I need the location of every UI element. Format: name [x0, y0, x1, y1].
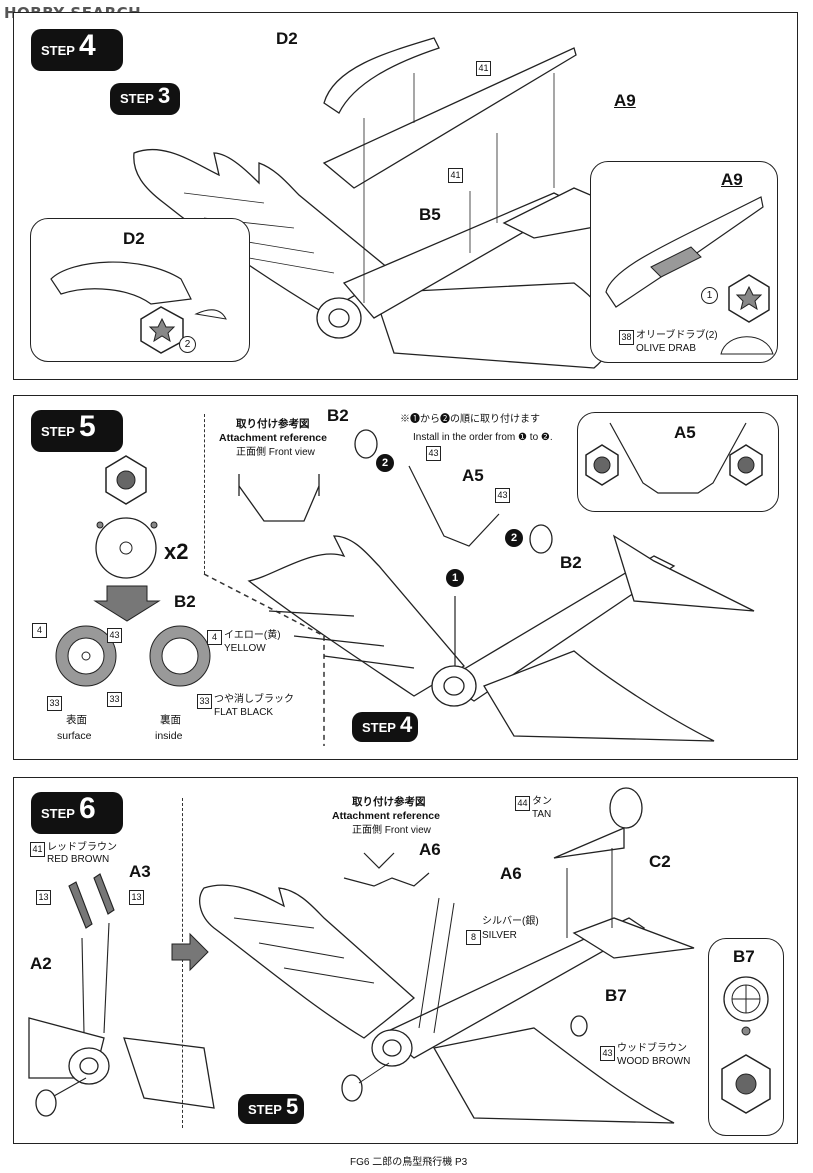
- a9-fuselage-drawing: [605, 196, 774, 355]
- inside-jp: 裏面: [160, 714, 181, 726]
- color-ref-41-rb: 41: [30, 842, 45, 857]
- tan-jp: タン: [532, 796, 552, 807]
- wood-brown-jp: ウッドブラウン: [617, 1043, 687, 1054]
- step6-inset-b7: B7: [708, 938, 784, 1136]
- b7-detail-drawing: [721, 976, 771, 1114]
- label-b2-right: B2: [560, 553, 582, 572]
- label-b7: B7: [605, 986, 627, 1005]
- silver-en: SILVER: [482, 930, 517, 941]
- wheel-b2-drawing: [55, 455, 211, 687]
- surface-en: surface: [57, 730, 92, 742]
- yellow-jp: イエロー(黄): [224, 630, 281, 641]
- label-d2: D2: [276, 29, 298, 48]
- step6-left-drawing: [28, 873, 215, 1117]
- inset-label-d2: D2: [123, 229, 145, 248]
- order-2-right: 2: [505, 529, 523, 547]
- label-x2: x2: [164, 539, 189, 564]
- flat-black-jp: つや消しブラック: [214, 694, 294, 705]
- order-note-en: Install in the order from ❶ to ❷.: [413, 432, 553, 443]
- color-ref-43-a5top: 43: [426, 446, 441, 461]
- attach-ref-en: Attachment reference: [219, 432, 327, 444]
- wood-brown-en: WOOD BROWN: [617, 1056, 691, 1067]
- step6-divider: [182, 798, 183, 1128]
- inset-circle-2: 2: [179, 336, 196, 353]
- step6-arrow: [171, 932, 209, 972]
- red-brown-jp: レッドブラウン: [47, 842, 117, 853]
- label-a2: A2: [30, 954, 52, 973]
- a5-strut-detail-drawing: [585, 422, 763, 494]
- step5-divider-vertical: [204, 414, 205, 574]
- color-ref-41b: 41: [448, 168, 463, 183]
- color-ref-33a: 33: [47, 696, 62, 711]
- attach-ref-en-6: Attachment reference: [332, 810, 440, 822]
- order-2-top: 2: [376, 454, 394, 472]
- color-ref-43-wb: 43: [600, 1046, 615, 1061]
- tan-en: TAN: [532, 809, 552, 820]
- color-ref-33-inside: 33: [197, 694, 212, 709]
- color-ref-41: 41: [476, 61, 491, 76]
- color-ref-38: 38: [619, 330, 634, 345]
- label-b2-top: B2: [327, 406, 349, 425]
- label-a9: A9: [614, 91, 636, 110]
- step6-aircraft-drawing: [199, 787, 695, 1124]
- red-brown-en: RED BROWN: [47, 854, 110, 865]
- color-ref-33b: 33: [107, 692, 122, 707]
- attach-ref-jp-6: 取り付け参考図: [352, 796, 426, 808]
- inside-en: inside: [155, 730, 183, 742]
- color-ref-13b: 13: [129, 890, 144, 905]
- step4-inset-a9: A9 1 38 オリーブドラブ(2) OLIVE DRAB: [590, 161, 778, 363]
- step5-inset-a5: A5: [577, 412, 779, 512]
- label-a6-ref: A6: [419, 840, 441, 859]
- front-view-label: 正面側 Front view: [236, 447, 315, 458]
- color-ref-8: 8: [466, 930, 481, 945]
- flat-black-en: FLAT BLACK: [214, 707, 274, 718]
- label-a3: A3: [129, 862, 151, 881]
- label-c2: C2: [649, 852, 671, 871]
- olive-drab-jp: オリーブドラブ(2): [636, 330, 718, 341]
- silver-jp: シルバー(銀): [482, 916, 539, 927]
- inset-label-b7: B7: [733, 947, 755, 966]
- inset-label-a9: A9: [721, 170, 743, 189]
- color-ref-43-a5bottom: 43: [495, 488, 510, 503]
- surface-jp: 表面: [66, 714, 87, 726]
- inset-circle-1: 1: [701, 287, 718, 304]
- step5-aircraft-drawing: [238, 429, 755, 742]
- attach-ref-jp: 取り付け参考図: [236, 418, 310, 430]
- label-a6: A6: [500, 864, 522, 883]
- color-ref-4: 4: [32, 623, 47, 638]
- step4-aircraft-drawing: [133, 37, 647, 369]
- color-ref-44: 44: [515, 796, 530, 811]
- label-b2-wheel: B2: [174, 592, 196, 611]
- order-note-jp: ※❶から❷の順に取り付けます: [400, 414, 540, 425]
- front-view-label-6: 正面側 Front view: [352, 825, 431, 836]
- yellow-en: YELLOW: [224, 643, 266, 654]
- d2-canopy-drawing: [50, 261, 227, 354]
- color-ref-13a: 13: [36, 890, 51, 905]
- label-b5: B5: [419, 205, 441, 224]
- order-1: 1: [446, 569, 464, 587]
- page-footer: FG6 二郎の鳥型飛行機 P3: [350, 1157, 468, 1168]
- label-a5: A5: [462, 466, 484, 485]
- inset-label-a5: A5: [674, 423, 696, 442]
- olive-drab-en: OLIVE DRAB: [636, 343, 697, 354]
- color-ref-4-inside: 4: [207, 630, 222, 645]
- color-ref-43-wheel: 43: [107, 628, 122, 643]
- step4-inset-d2: D2 2: [30, 218, 250, 362]
